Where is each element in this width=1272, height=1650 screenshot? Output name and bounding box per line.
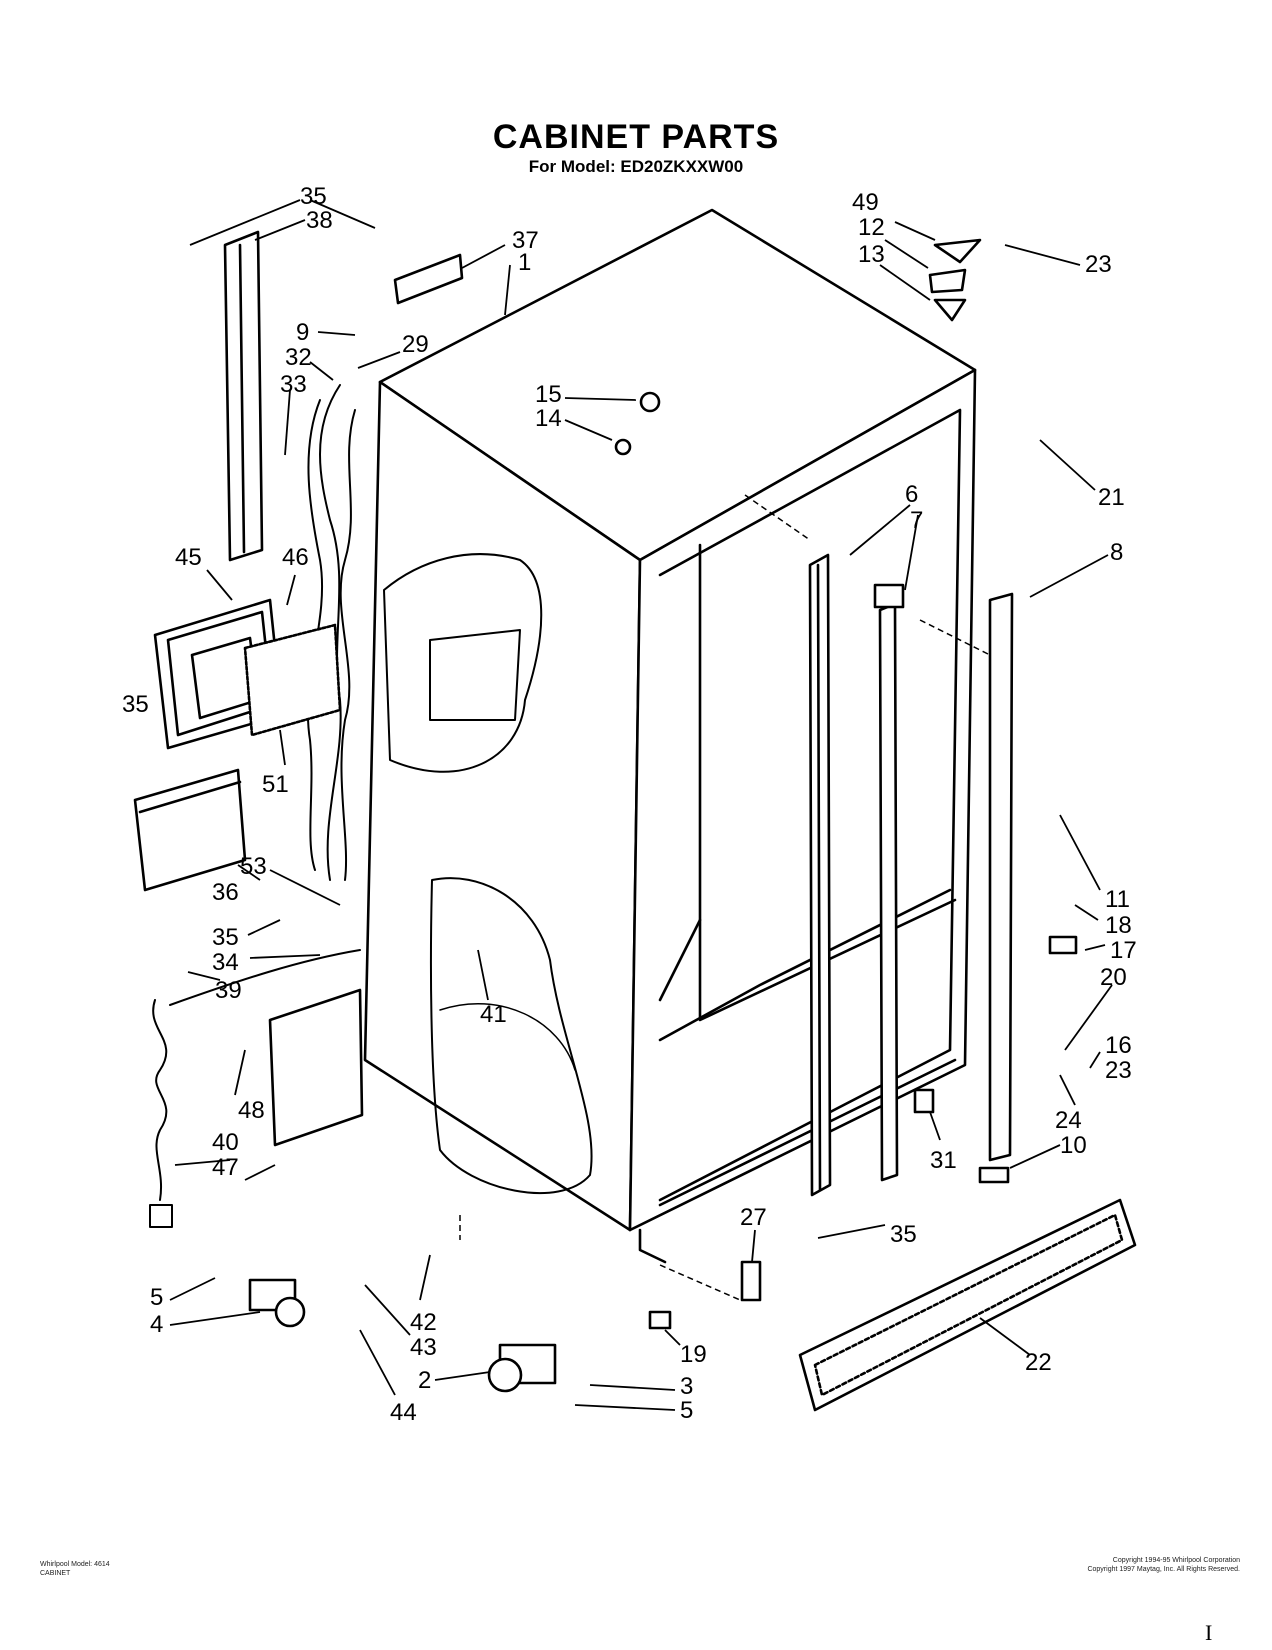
part-40-cord [149, 949, 361, 1228]
footer-right: Copyright 1994-95 Whirlpool Corporation … [1010, 1556, 1240, 1574]
callout-35-left: 35 [122, 691, 149, 718]
callout-22: 22 [1025, 1349, 1052, 1376]
callout-1: 1 [518, 249, 531, 276]
part-8-trim [988, 592, 1014, 1162]
part-51-filter [243, 623, 342, 737]
part-49-cap [933, 238, 982, 264]
callout-43: 43 [410, 1334, 437, 1361]
part-4-roller [248, 1278, 306, 1328]
callout-15: 15 [535, 381, 562, 408]
callout-41: 41 [480, 1001, 507, 1028]
footer-right-line2: Copyright 1997 Maytag, Inc. All Rights R… [1087, 1566, 1240, 1573]
callout-5-left: 5 [150, 1284, 163, 1311]
callout-11: 11 [1105, 886, 1130, 913]
callout-16: 16 [1105, 1032, 1132, 1059]
callout-23-top: 23 [1085, 251, 1112, 278]
callout-20: 20 [1100, 964, 1127, 991]
callout-13: 13 [858, 241, 885, 268]
page-mark: I [1205, 1620, 1213, 1645]
callout-46: 46 [282, 544, 309, 571]
callout-2: 2 [418, 1367, 431, 1394]
part-36-panel [133, 768, 247, 892]
callout-51: 51 [262, 771, 289, 798]
callout-35-top: 35 [300, 183, 327, 210]
callout-36: 36 [212, 879, 239, 906]
footer-right-line1: Copyright 1994-95 Whirlpool Corporation [1112, 1557, 1240, 1564]
part-12-hinge [928, 268, 967, 294]
footer-left-line1: Whirlpool Model: 4614 [40, 1561, 110, 1568]
footer-left: Whirlpool Model: 4614 CABINET [40, 1560, 110, 1578]
footer-left-line2: CABINET [40, 1570, 71, 1577]
callout-49: 49 [852, 189, 879, 216]
callout-44: 44 [390, 1399, 417, 1426]
callout-45: 45 [175, 544, 202, 571]
part-14-plug [614, 438, 632, 456]
callout-5-right: 5 [680, 1397, 693, 1424]
part-37-bracket [393, 253, 464, 305]
callout-9: 9 [296, 319, 309, 346]
callout-12: 12 [858, 214, 885, 241]
callout-34: 34 [212, 949, 239, 976]
part-19-clip [648, 1310, 672, 1330]
callout-33: 33 [280, 371, 307, 398]
callout-40: 40 [212, 1129, 239, 1156]
callout-31: 31 [930, 1147, 957, 1174]
callout-19: 19 [680, 1341, 707, 1368]
callout-39: 39 [215, 977, 242, 1004]
callout-37: 37 [512, 227, 539, 254]
part-10-pad [978, 1166, 1010, 1184]
part-31-switch [913, 1088, 935, 1114]
part-38-rail [223, 230, 264, 562]
callout-48: 48 [238, 1097, 265, 1124]
callout-29: 29 [402, 331, 429, 358]
callout-53: 53 [240, 853, 267, 880]
callout-3: 3 [680, 1373, 693, 1400]
callout-24: 24 [1055, 1107, 1082, 1134]
callout-14: 14 [535, 405, 562, 432]
part-27-bracket [740, 1260, 762, 1302]
part-48-cover [268, 988, 364, 1147]
part-17-clip [1048, 935, 1078, 955]
callout-35-mid: 35 [212, 924, 239, 951]
callout-27: 27 [740, 1204, 767, 1231]
callout-4: 4 [150, 1311, 163, 1338]
callout-47: 47 [212, 1154, 239, 1181]
callout-7: 7 [910, 507, 923, 534]
callout-35-bottom: 35 [890, 1221, 917, 1248]
diagram-subtitle: For Model: ED20ZKXXW00 [528, 157, 744, 176]
callout-6: 6 [905, 481, 918, 508]
part-13-hinge [933, 298, 967, 322]
callout-21: 21 [1098, 484, 1125, 511]
callout-10: 10 [1060, 1132, 1087, 1159]
callout-17: 17 [1110, 937, 1137, 964]
callout-8: 8 [1110, 539, 1123, 566]
part-22-grille [798, 1198, 1137, 1412]
part-7-bar [878, 602, 899, 1182]
callout-38: 38 [306, 207, 333, 234]
part-2-roller [487, 1343, 557, 1393]
callout-42: 42 [410, 1309, 437, 1336]
callout-32: 32 [285, 344, 312, 371]
callout-23-right: 23 [1105, 1057, 1132, 1084]
callout-18: 18 [1105, 912, 1132, 939]
diagram-title: CABINET PARTS [492, 118, 780, 156]
part-15-plug [639, 391, 661, 413]
